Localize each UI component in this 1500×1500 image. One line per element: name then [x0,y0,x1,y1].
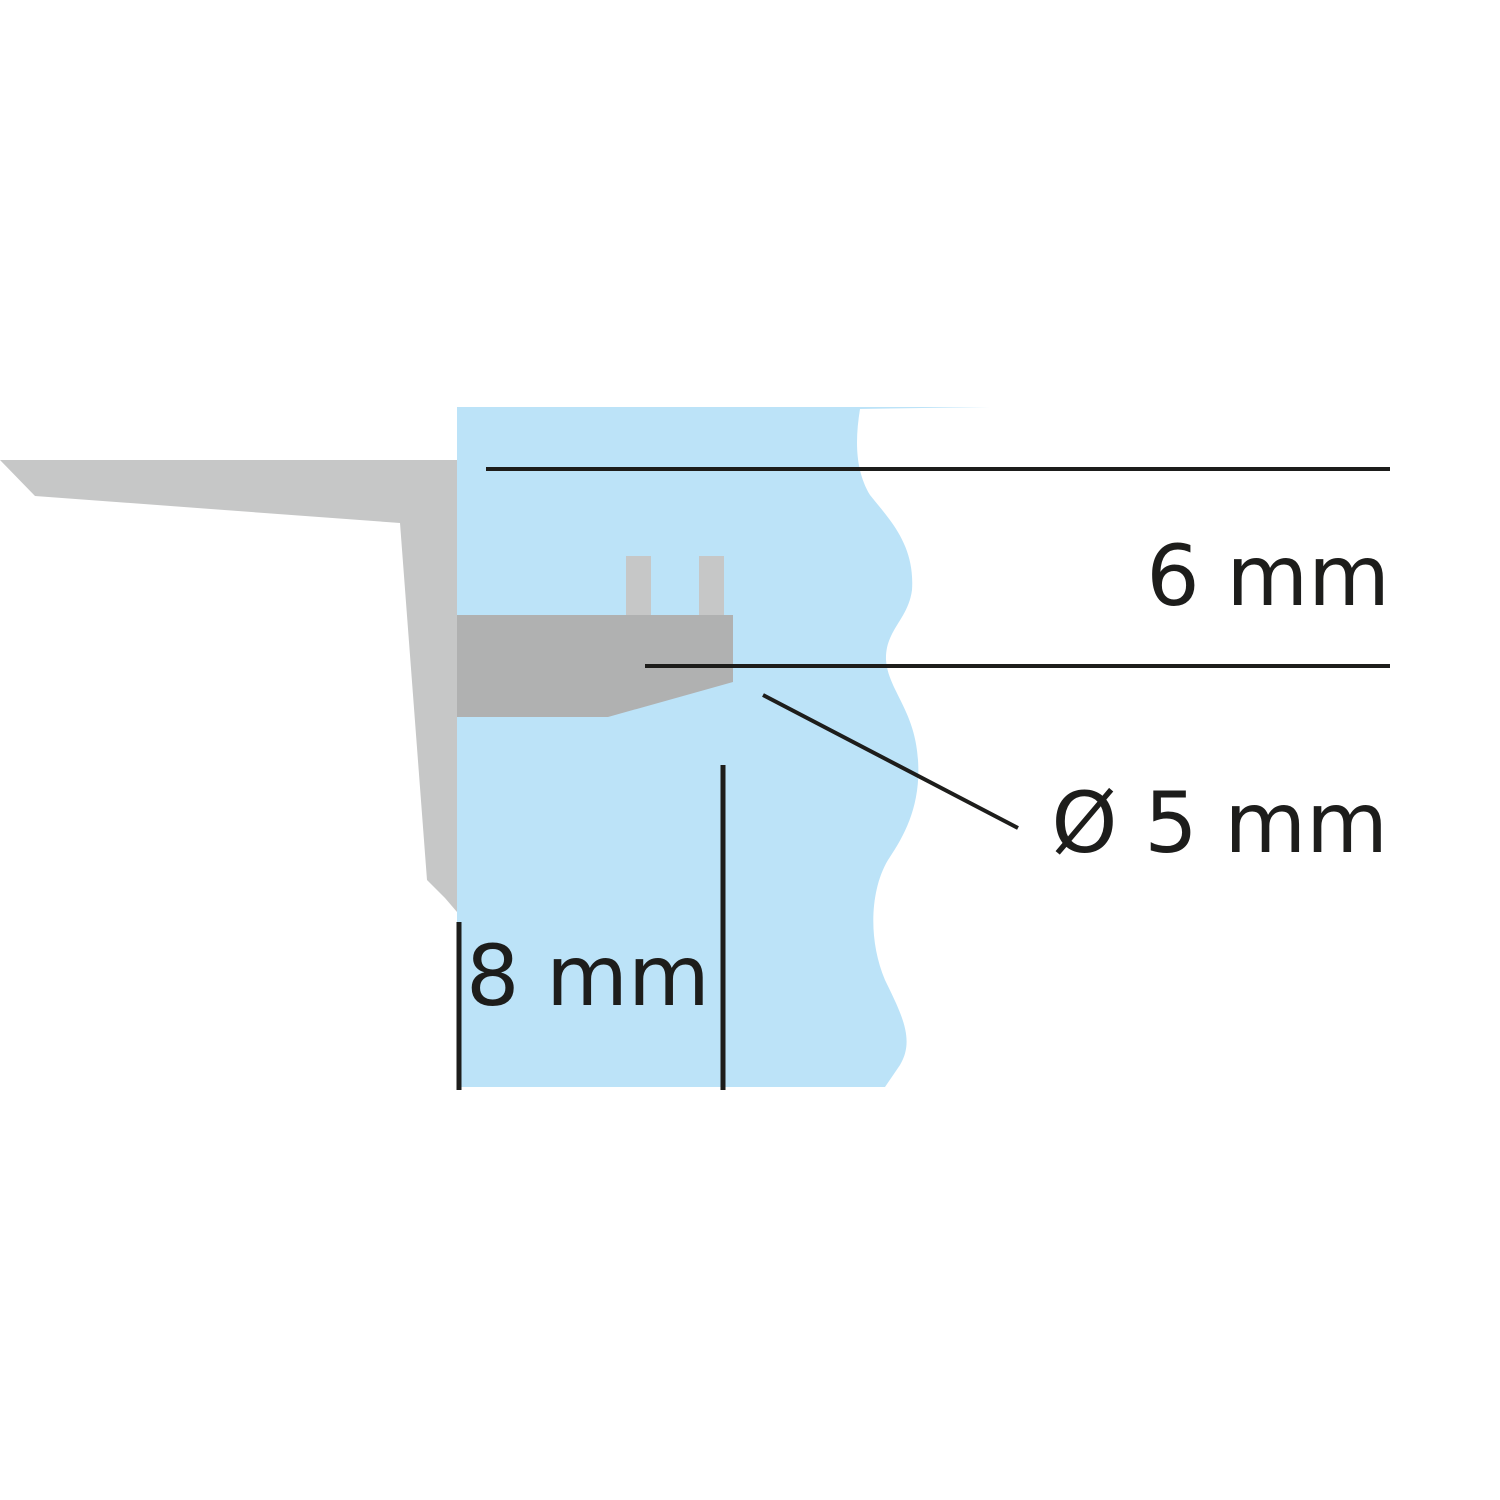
diameter-leader-line [762,693,1019,830]
thickness-label: 6 mm [1146,527,1390,625]
pin-left [626,556,651,616]
wall-bracket [0,460,457,912]
depth-label: 8 mm [466,927,710,1025]
diameter-label: Ø 5 mm [1051,774,1388,872]
support-arm [457,615,733,717]
glass-panel [457,407,990,1087]
pin-right [699,556,724,616]
